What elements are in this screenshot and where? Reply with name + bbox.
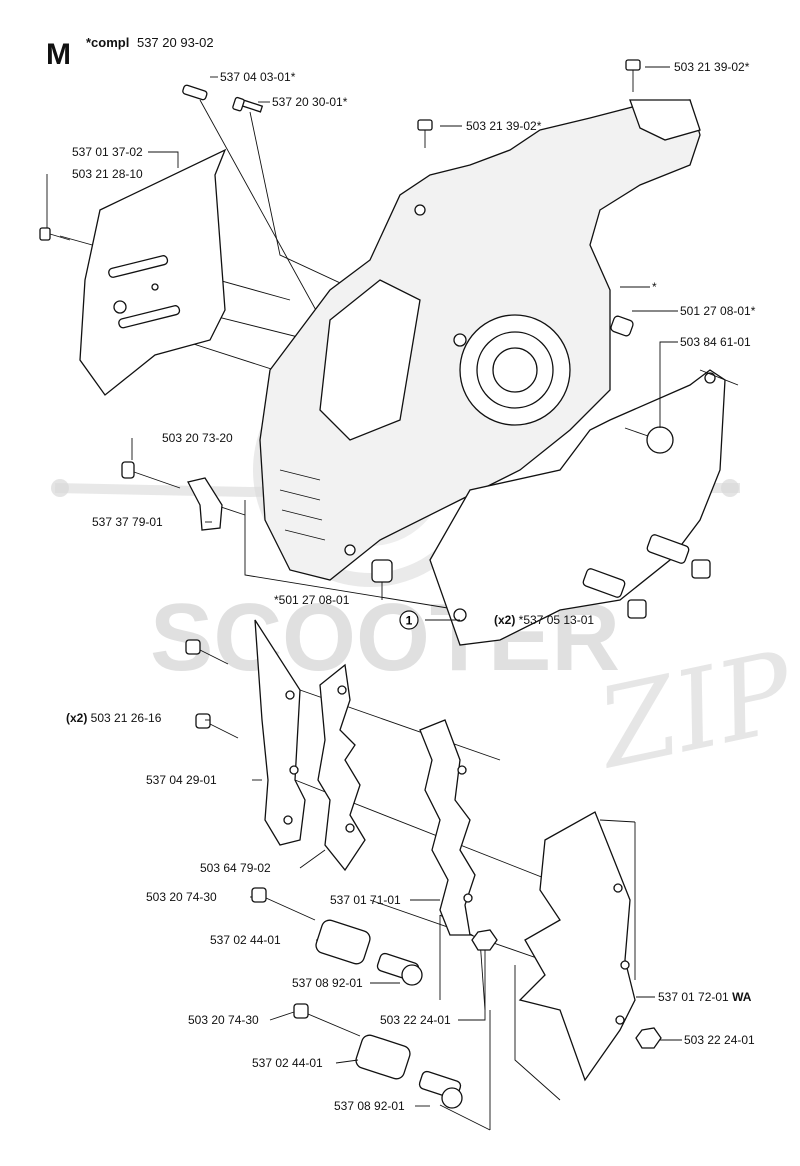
part-label: 537 08 92-01 — [334, 1099, 405, 1113]
part-label: 503 21 28-10 — [72, 167, 143, 181]
part-label: 503 20 74-30 — [188, 1013, 259, 1027]
part-label: *501 27 08-01 — [274, 593, 350, 607]
part-label: 503 22 24-01 — [380, 1013, 451, 1027]
part-label: (x2) 503 21 26-16 — [66, 711, 162, 725]
part-label: 537 04 03-01* — [220, 70, 296, 84]
part-label: 537 20 30-01* — [272, 95, 348, 109]
part-label: 503 64 79-02 — [200, 861, 271, 875]
compl-label: *compl 537 20 93-02 — [86, 35, 214, 50]
part-label: 503 21 39-02* — [674, 60, 750, 74]
callout-1-number: 1 — [406, 614, 413, 628]
section-letter: M — [46, 38, 71, 71]
part-label: 537 37 79-01 — [92, 515, 163, 529]
part-label: 503 20 74-30 — [146, 890, 217, 904]
spike-plates — [254, 619, 636, 1101]
part-label: (x2) *537 05 13-01 — [494, 613, 594, 627]
part-label: 503 84 61-01 — [680, 335, 751, 349]
part-label: * — [652, 280, 657, 294]
part-label: 537 01 71-01 — [330, 893, 401, 907]
part-label: 537 02 44-01 — [252, 1056, 323, 1070]
part-label: 537 02 44-01 — [210, 933, 281, 947]
part-label: 537 04 29-01 — [146, 773, 217, 787]
chain-guard-plate — [79, 148, 227, 396]
part-label: 501 27 08-01* — [680, 304, 756, 318]
compl-number: 537 20 93-02 — [137, 35, 214, 50]
part-label: 537 01 37-02 — [72, 145, 143, 159]
part-label: 503 20 73-20 — [162, 431, 233, 445]
diagram-header: M *compl 537 20 93-02 — [46, 35, 214, 71]
compl-prefix: *compl — [86, 35, 129, 50]
part-label: 503 21 39-02* — [466, 119, 542, 133]
part-label: 503 22 24-01 — [684, 1033, 755, 1047]
pins-and-screws — [39, 59, 711, 1109]
callout-1: 1 — [399, 610, 419, 630]
leader-lines — [46, 66, 682, 1107]
part-labels: 537 04 03-01* 537 20 30-01* 503 21 39-02… — [66, 60, 756, 1113]
crankcase — [259, 99, 701, 581]
part-label: 537 01 72-01 WA — [658, 990, 752, 1004]
part-label: 537 08 92-01 — [292, 976, 363, 990]
